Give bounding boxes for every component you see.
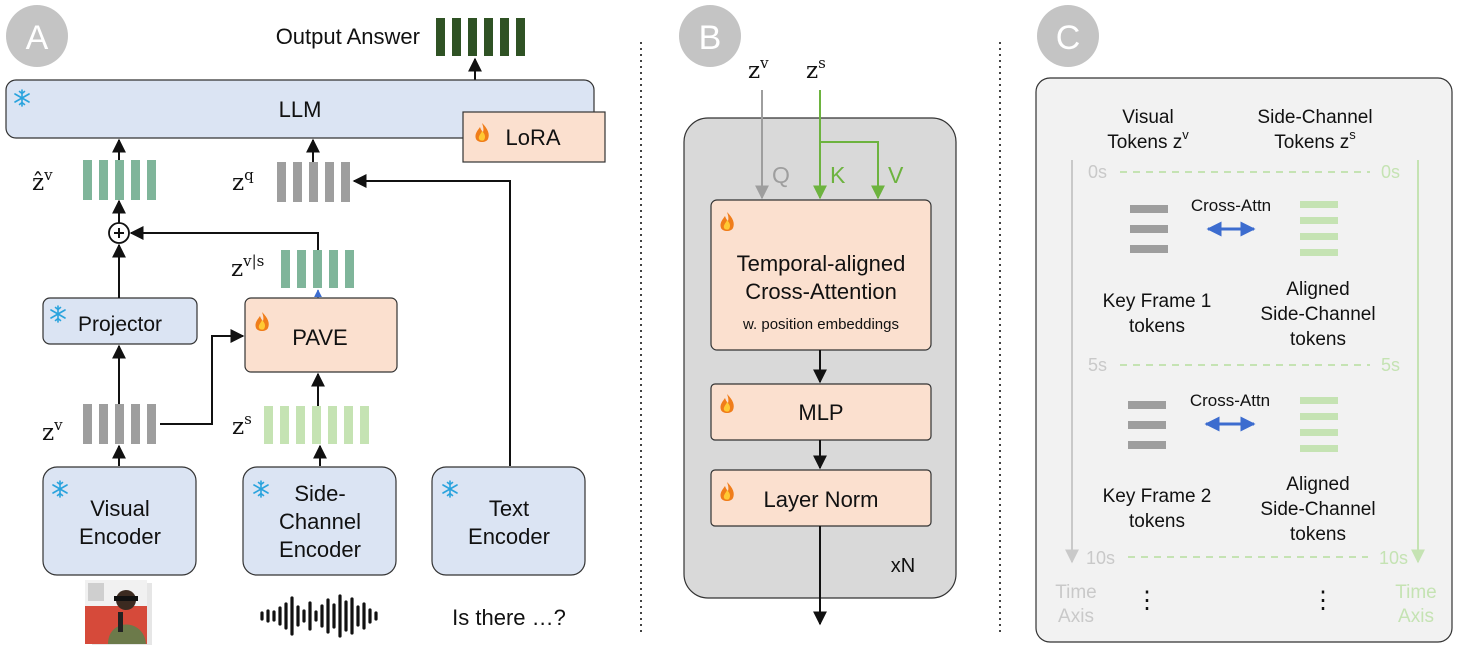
visual-tokens-line2: Tokens zv [1107,127,1189,153]
repeat-label: xN [891,555,915,577]
aligned-2-line1: Aligned [1286,474,1349,495]
cross-attn-2-label: Cross-Attn [1190,391,1270,410]
cross-attention-line2: Cross-Attention [745,279,897,304]
ellipsis-right: ⋮ [1311,587,1335,614]
side-channel-encoder-box [242,466,397,576]
z-v-given-s-label: zv|s [231,252,264,282]
mlp-label: MLP [798,400,843,425]
llm-box [5,79,595,139]
side-channel-tokens [264,406,369,444]
badge-a-label: A [26,19,49,57]
pave-box [244,297,398,373]
time-axis-right-line2: Axis [1398,606,1434,627]
projected-tokens [83,160,156,200]
llm-label: LLM [279,97,322,122]
zhat-v-label: ẑv [32,166,53,196]
key-frame-1-line2: tokens [1129,316,1185,337]
aligned-1-line1: Aligned [1286,279,1349,300]
z-v-label: zv [42,416,63,446]
badge-a [6,5,68,67]
aligned-side-tokens-2 [1300,397,1338,452]
text-encoder-line1: Text [489,496,529,521]
audio-waveform-icon [260,594,378,638]
time-0s-right: 0s [1381,162,1400,182]
aligned-1-line2: Side-Channel [1260,304,1375,325]
pave-label: PAVE [292,325,347,350]
badge-c [1037,5,1099,67]
key-frame-2-tokens [1128,401,1166,449]
b-z-v-label: zv [748,54,769,84]
z-q-label: zq [232,166,254,196]
visual-encoder-line1: Visual [90,496,150,521]
output-answer-label: Output Answer [276,24,420,49]
layer-norm-label: Layer Norm [764,487,879,512]
side-tokens-line2: Tokens zs [1274,127,1356,153]
visual-encoder-box [42,466,197,576]
visual-tokens [83,404,156,444]
text-encoder-line2: Encoder [468,524,550,549]
time-5s-left: 5s [1088,355,1107,375]
side-encoder-line2: Channel [279,509,361,534]
panel-c: C Visual Tokens zv Side-Channel Tokens z… [1035,5,1453,643]
key-frame-2-line2: tokens [1129,511,1185,532]
text-encoder-box [431,466,586,576]
lora-label: LoRA [505,125,560,150]
key-frame-1-line1: Key Frame 1 [1103,291,1212,312]
aligned-2-line3: tokens [1290,524,1346,545]
side-encoder-line1: Side- [294,481,345,506]
question-text: Is there …? [452,605,566,630]
cross-attn-1-label: Cross-Attn [1191,196,1271,215]
panel-a: A Output Answer LLM LoRA ẑv [5,5,606,645]
cross-attention-subtitle: w. position embeddings [742,316,899,333]
query-tokens [277,162,350,202]
key-label: K [830,162,846,188]
badge-c-label: C [1056,19,1081,57]
cross-attention-line1: Temporal-aligned [737,251,906,276]
badge-b-label: B [699,19,722,57]
z-s-label: zs [232,410,252,440]
time-axis-left-line1: Time [1055,582,1097,603]
aligned-2-line2: Side-Channel [1260,499,1375,520]
video-thumbnail-image [85,580,152,645]
aligned-side-tokens-1 [1300,201,1338,256]
projector-label: Projector [78,313,162,336]
time-0s-left: 0s [1088,162,1107,182]
side-encoder-line3: Encoder [279,537,361,562]
time-5s-right: 5s [1381,355,1400,375]
visual-tokens-line1: Visual [1122,107,1173,128]
ellipsis-left: ⋮ [1135,587,1159,614]
time-axis-right-line1: Time [1395,582,1437,603]
temporal-alignment-panel [1035,77,1453,643]
time-10s-right: 10s [1379,548,1408,568]
key-frame-2-line1: Key Frame 2 [1103,486,1212,507]
time-10s-left: 10s [1086,548,1115,568]
pave-output-tokens [281,250,354,288]
value-label: V [888,162,904,188]
visual-encoder-line2: Encoder [79,524,161,549]
query-label: Q [772,162,790,188]
output-tokens [436,18,525,56]
key-frame-1-tokens [1130,205,1168,253]
time-axis-left-line2: Axis [1058,606,1094,627]
b-z-s-label: zs [806,54,826,84]
aligned-1-line3: tokens [1290,329,1346,350]
side-tokens-line1: Side-Channel [1257,107,1372,128]
badge-b [679,5,741,67]
panel-b: B zv zs Q K V Temporal-aligned Cross-Att… [679,5,957,626]
